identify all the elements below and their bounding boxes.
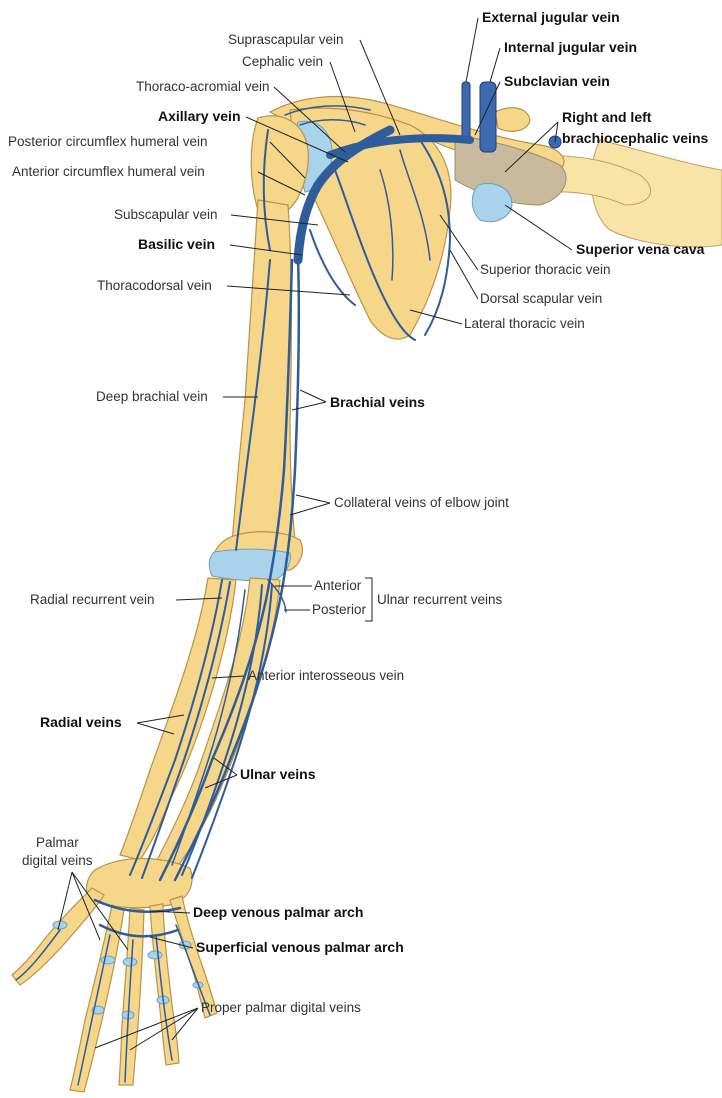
label-subscapular-vein: Subscapular vein <box>114 207 218 222</box>
label-brachial-veins: Brachial veins <box>330 394 425 410</box>
label-thoracodorsal-vein: Thoracodorsal vein <box>97 278 212 293</box>
label-subclavian-vein: Subclavian vein <box>504 73 610 89</box>
label-brachiocephalic-line2: brachiocephalic veins <box>562 130 708 146</box>
label-posterior: Posterior <box>312 602 367 617</box>
label-anterior-interosseous-vein: Anterior interosseous vein <box>248 668 404 683</box>
label-superior-vena-cava: Superior vena cava <box>576 241 705 257</box>
label-external-jugular-vein: External jugular vein <box>482 9 620 25</box>
ulnar-recurrent-bracket <box>365 578 372 621</box>
label-brachiocephalic-line1: Right and left <box>562 109 652 125</box>
humeral-head <box>251 116 308 210</box>
label-anterior: Anterior <box>314 578 362 593</box>
label-lateral-thoracic-vein: Lateral thoracic vein <box>464 316 585 331</box>
coracoid-process <box>495 108 530 131</box>
leader-external-jugular <box>466 18 478 82</box>
label-cephalic-vein: Cephalic vein <box>242 54 323 69</box>
leader-svc <box>505 205 572 250</box>
label-deep-venous-palmar-arch: Deep venous palmar arch <box>193 904 363 920</box>
humerus <box>232 200 295 545</box>
label-palmar-digital-line2: digital veins <box>22 853 93 868</box>
leader-collateral <box>290 495 330 515</box>
label-palmar-digital-line1: Palmar <box>36 835 79 850</box>
label-ulnar-recurrent-veins: Ulnar recurrent veins <box>377 592 503 607</box>
internal-jugular-vessel <box>480 82 496 152</box>
ring-finger <box>150 904 179 1065</box>
label-collateral-veins-elbow: Collateral veins of elbow joint <box>334 495 509 510</box>
label-internal-jugular-vein: Internal jugular vein <box>504 39 637 55</box>
leader-dorsal-scapular <box>450 250 478 299</box>
label-radial-recurrent-vein: Radial recurrent vein <box>30 592 155 607</box>
label-dorsal-scapular-vein: Dorsal scapular vein <box>480 291 602 306</box>
label-basilic-vein: Basilic vein <box>138 236 215 252</box>
label-superior-thoracic-vein: Superior thoracic vein <box>480 262 611 277</box>
label-radial-veins: Radial veins <box>40 714 122 730</box>
elbow-cartilage <box>209 549 290 581</box>
label-deep-brachial-vein: Deep brachial vein <box>96 389 208 404</box>
external-jugular-vessel <box>462 82 470 142</box>
label-axillary-vein: Axillary vein <box>158 108 241 124</box>
leader-superior-thoracic <box>440 215 478 270</box>
thumb <box>12 888 104 985</box>
label-suprascapular-vein: Suprascapular vein <box>228 32 344 47</box>
leader-proper-digital <box>95 1008 198 1050</box>
label-anterior-circumflex-humeral-vein: Anterior circumflex humeral vein <box>12 164 205 179</box>
leader-internal-jugular <box>490 48 500 82</box>
label-superficial-venous-palmar-arch: Superficial venous palmar arch <box>196 939 404 955</box>
label-proper-palmar-digital-veins: Proper palmar digital veins <box>201 1000 361 1015</box>
label-posterior-circumflex-humeral-vein: Posterior circumflex humeral vein <box>8 134 208 149</box>
label-ulnar-veins: Ulnar veins <box>240 766 316 782</box>
label-thoraco-acromial-vein: Thoraco-acromial vein <box>136 79 270 94</box>
